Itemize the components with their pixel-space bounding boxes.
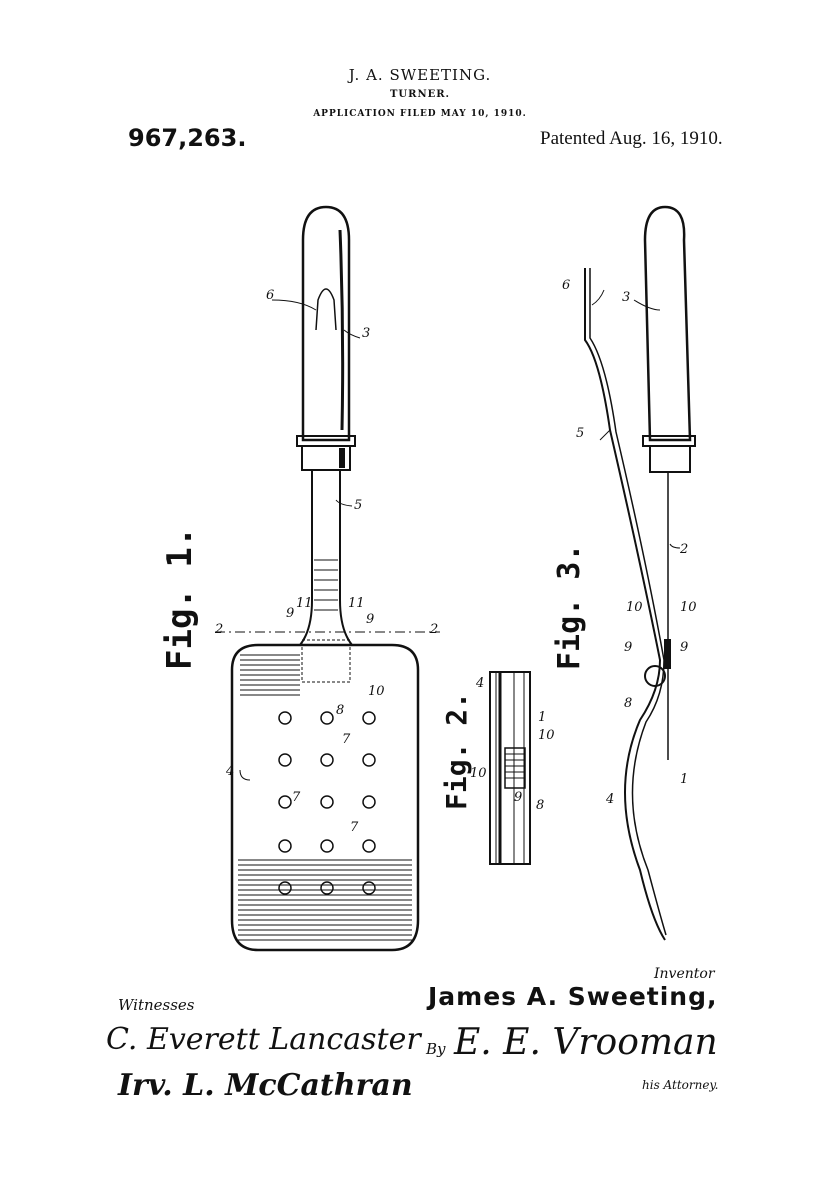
- ref-1-fig2: 1: [538, 710, 547, 725]
- witness-1-signature: C. Everett Lancaster: [106, 1022, 421, 1057]
- ref-8-fig2: 8: [536, 798, 545, 813]
- ref-9-fig3: 9: [624, 640, 633, 655]
- perforation-hole: [320, 795, 334, 809]
- ref-2-fig3: 2: [680, 542, 689, 557]
- ref-10b-fig2: 10: [470, 766, 487, 781]
- ref-10b-fig3: 10: [680, 600, 697, 615]
- attorney-label: his Attorney.: [642, 1078, 719, 1092]
- ref-10-fig2: 10: [538, 728, 555, 743]
- ref-5: 5: [354, 498, 363, 513]
- ref-5-fig3: 5: [576, 426, 585, 441]
- inventor-label: Inventor: [654, 966, 715, 982]
- fig3-label-wrap: Fig. 3.: [552, 540, 590, 670]
- fig2-label-wrap: Fig. 2.: [440, 690, 474, 810]
- ref-6-fig3: 6: [562, 278, 571, 293]
- ref-11b: 11: [348, 596, 365, 611]
- ref-4-fig2: 4: [476, 676, 485, 691]
- application-filed: APPLICATION FILED MAY 10, 1910.: [313, 109, 527, 119]
- ref-6: 6: [266, 288, 275, 303]
- perforation-hole: [278, 795, 292, 809]
- fig1-label: Fig. 1.: [160, 526, 200, 670]
- perforation-hole: [278, 753, 292, 767]
- perforation-hole: [320, 753, 334, 767]
- patent-date: Patented Aug. 16, 1910.: [540, 128, 723, 149]
- ref-9-fig2: 9: [514, 790, 523, 805]
- fig2-label: Fig. 2.: [440, 691, 473, 810]
- ref-8-fig3: 8: [624, 696, 633, 711]
- perforation-hole: [278, 711, 292, 725]
- ref-1-fig3: 1: [680, 772, 689, 787]
- perforation-hole: [278, 881, 292, 895]
- ref-2b: 2: [430, 622, 439, 637]
- ref-2: 2: [215, 622, 224, 637]
- ref-8: 8: [336, 703, 345, 718]
- invention-title: TURNER.: [389, 89, 451, 100]
- ref-11: 11: [296, 596, 313, 611]
- ref-7: 7: [342, 732, 351, 747]
- inventor-header: J. A. SWEETING.: [348, 66, 492, 84]
- attorney-signature: E. E. Vrooman: [454, 1022, 718, 1063]
- ref-7c: 7: [350, 820, 359, 835]
- perforation-hole: [278, 839, 292, 853]
- ref-9b: 9: [366, 612, 375, 627]
- fig3-side-view: [584, 205, 696, 941]
- ref-3-fig3: 3: [622, 290, 631, 305]
- ref-9: 9: [286, 606, 295, 621]
- ref-10-fig3: 10: [626, 600, 643, 615]
- perforation-hole: [320, 881, 334, 895]
- inventor-signature: James A. Sweeting,: [428, 982, 718, 1011]
- ref-9b-fig3: 9: [680, 640, 689, 655]
- perforation-hole: [362, 711, 376, 725]
- witness-2-signature: Irv. L. McCathran: [118, 1068, 413, 1103]
- by-label: By: [426, 1040, 446, 1058]
- perforation-hole: [362, 753, 376, 767]
- perforation-hole: [362, 795, 376, 809]
- fig2-section-view: [489, 671, 531, 865]
- fig1-turner-front-view: [215, 205, 440, 952]
- perforation-hole: [362, 881, 376, 895]
- ref-7b: 7: [292, 790, 301, 805]
- fig3-label: Fig. 3.: [552, 543, 587, 670]
- leader-lines: [239, 289, 681, 781]
- perforation-hole: [362, 839, 376, 853]
- ref-4: 4: [226, 764, 235, 779]
- perforation-hole: [320, 711, 334, 725]
- ref-3: 3: [362, 326, 371, 341]
- perforation-hole: [320, 839, 334, 853]
- witnesses-label: Witnesses: [118, 996, 195, 1014]
- fig1-label-wrap: Fig. 1.: [160, 520, 200, 670]
- ref-4-fig3: 4: [606, 792, 615, 807]
- ref-10: 10: [368, 684, 385, 699]
- patent-number: 967,263.: [128, 124, 247, 152]
